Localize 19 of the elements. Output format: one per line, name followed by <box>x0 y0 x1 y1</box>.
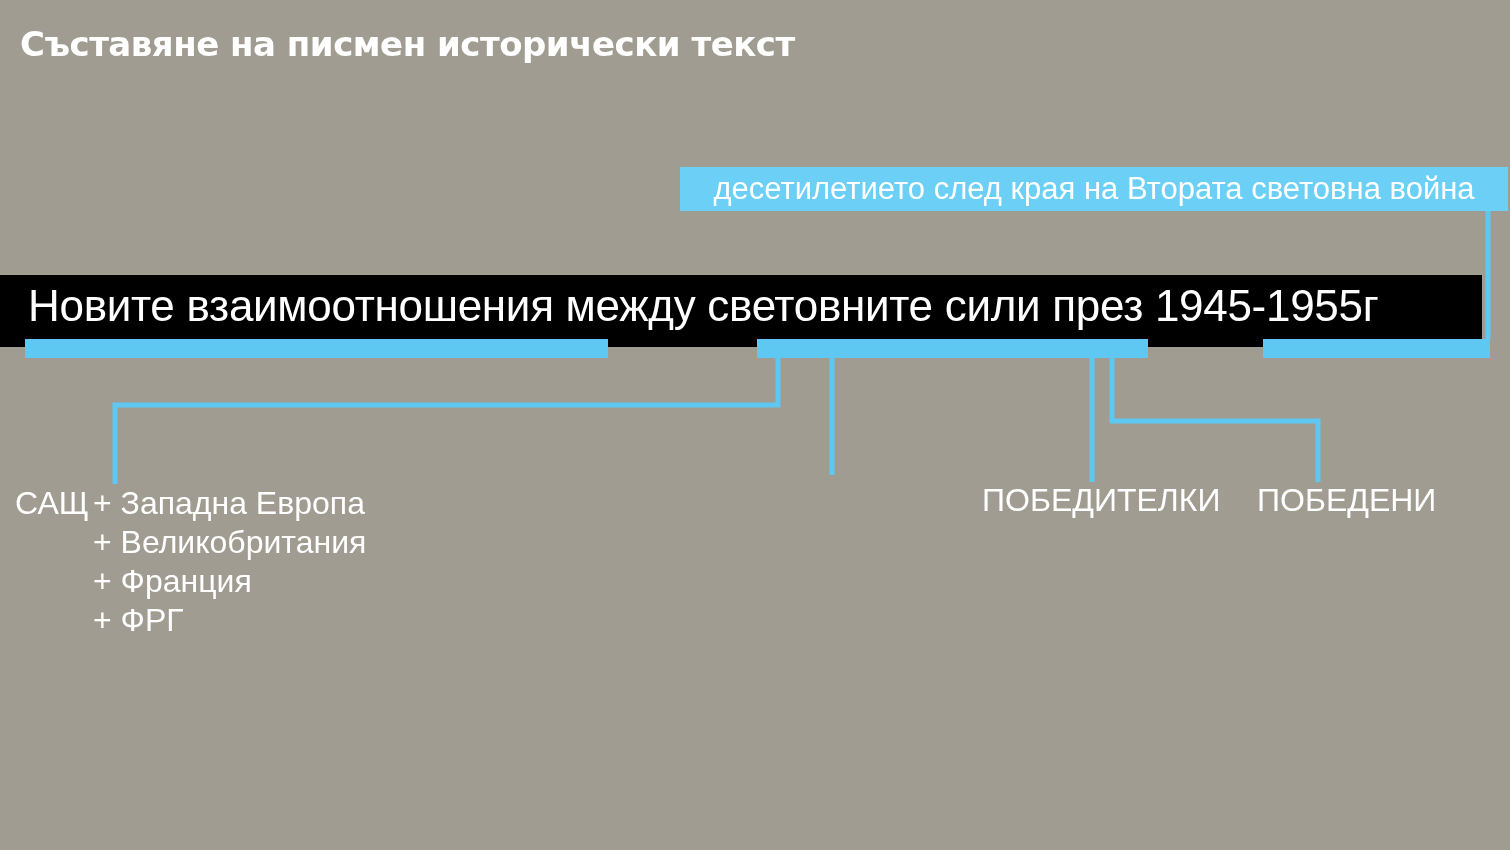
list-item: + ФРГ <box>93 601 185 640</box>
group-label: ПОБЕДИТЕЛКИ <box>982 482 1221 519</box>
underline-bar <box>25 339 608 358</box>
underline-bar <box>757 339 1148 358</box>
list-item: + Франция <box>93 562 253 601</box>
heading-band <box>0 275 1482 347</box>
connector-line <box>829 358 835 475</box>
connector-line <box>1109 358 1321 482</box>
list-item: + Великобритания <box>93 523 367 562</box>
page-title: Съставяне на писмен исторически текст <box>20 24 795 64</box>
note-box: десетилетието след края на Втората световна война <box>680 167 1508 211</box>
connector-line <box>112 358 781 484</box>
underline-bar <box>1263 339 1490 358</box>
heading-text: Новите взаимоотношения между световните сили през 1945-1955г <box>28 281 1379 331</box>
country-label: САЩ <box>15 484 90 523</box>
list-item: + Западна Европа <box>93 484 366 523</box>
group-label: ПОБЕДЕНИ <box>1257 482 1437 519</box>
connector-line <box>1089 358 1095 482</box>
connector-line <box>1485 211 1491 339</box>
